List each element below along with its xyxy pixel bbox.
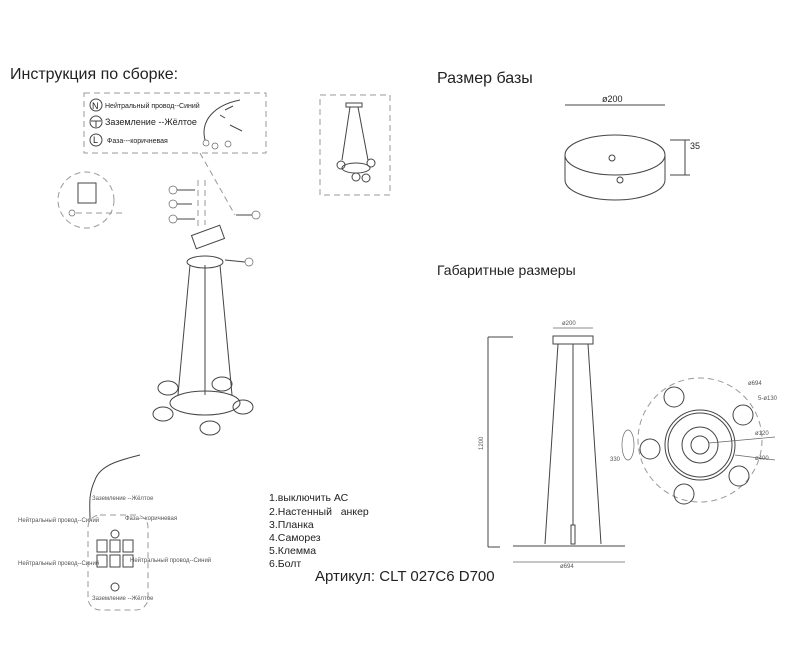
svg-text:L: L: [93, 135, 98, 145]
terminal-block-detail: [57, 171, 125, 229]
svg-text:5-ø130: 5-ø130: [758, 396, 778, 402]
legend-ground-label: Заземление --Жёлтое: [105, 117, 197, 127]
top-view-drawing: 330 ø694 5-ø130 ø120 ø400: [610, 377, 778, 505]
parts-list-item: 6.Болт: [269, 558, 301, 570]
neutral-symbol-icon: N: [89, 98, 103, 112]
svg-text:Нейтральный провод--Синий: Нейтральный провод--Синий: [130, 557, 211, 564]
base-diameter-label: ø200: [602, 94, 623, 104]
svg-text:ø200: ø200: [562, 321, 576, 327]
legend-phase-label: Фаза---коричневая: [107, 138, 168, 145]
svg-text:Нейтральный провод--Синий: Нейтральный провод--Синий: [18, 560, 99, 567]
lamp-thumbnail: [319, 94, 391, 196]
parts-list-item: 1.выключить АС: [269, 492, 349, 504]
base-height-label: 35: [690, 141, 700, 151]
parts-list-item: 5.Клемма: [269, 545, 316, 557]
parts-list: 1.выключить АС 2.Настенный анкер 3.Планк…: [269, 492, 369, 570]
parts-list-item: 3.Планка: [269, 519, 314, 531]
wiring-legend-box: N Нейтральный провод--Синий Заземление -…: [83, 92, 267, 216]
base-drawing: ø200 35: [564, 94, 700, 201]
svg-text:ø120: ø120: [755, 431, 769, 437]
side-view-drawing: ø200 1200 ø694: [479, 321, 625, 570]
svg-text:ø694: ø694: [748, 381, 762, 387]
svg-text:ø694: ø694: [560, 564, 574, 570]
article-number: Артикул: CLT 027C6 D700: [315, 568, 495, 585]
svg-text:Заземление --Жёлтое: Заземление --Жёлтое: [92, 496, 154, 502]
legend-neutral-label: Нейтральный провод--Синий: [105, 102, 200, 110]
svg-text:Фаза---коричневая: Фаза---коричневая: [125, 516, 177, 522]
svg-text:1200: 1200: [479, 436, 485, 450]
svg-text:N: N: [92, 101, 99, 111]
lamp-assembly-view: [152, 180, 261, 436]
base-title: Размер базы: [437, 70, 533, 87]
svg-text:330: 330: [610, 457, 621, 463]
wiring-detail: Заземление --Жёлтое Нейтральный провод--…: [18, 454, 211, 611]
phase-symbol-icon: L: [89, 133, 103, 147]
dimensions-title: Габаритные размеры: [437, 262, 576, 278]
ground-symbol-icon: [89, 115, 103, 129]
parts-list-item: 4.Саморез: [269, 532, 321, 544]
parts-list-item: 2.Настенный анкер: [269, 506, 369, 518]
svg-text:ø400: ø400: [755, 456, 769, 462]
svg-text:Нейтральный провод--Синий: Нейтральный провод--Синий: [18, 517, 99, 524]
assembly-title: Инструкция по сборке:: [10, 66, 178, 83]
svg-text:Заземление --Жёлтое: Заземление --Жёлтое: [92, 596, 154, 602]
